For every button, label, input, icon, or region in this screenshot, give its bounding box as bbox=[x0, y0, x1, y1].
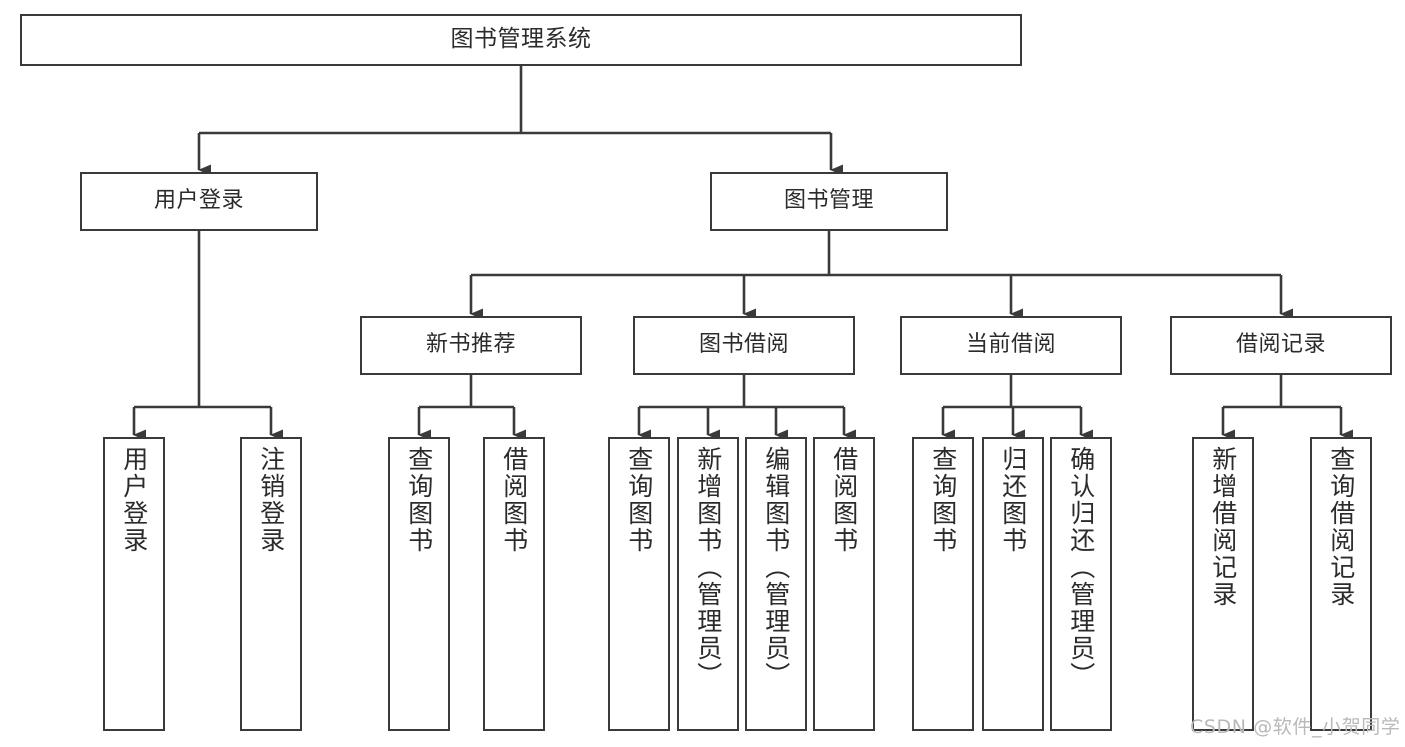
node-label: 图书管理 bbox=[783, 188, 874, 214]
node-leaf-confirm-return[interactable]: 确认归还（管理员） bbox=[1050, 437, 1112, 731]
node-label: 借阅图书 bbox=[829, 446, 859, 554]
csdn-watermark: CSDN @软件_小贺同学 bbox=[1190, 716, 1401, 738]
node-root-system[interactable]: 图书管理系统 bbox=[20, 14, 1022, 66]
node-leaf-borrow-book-rec[interactable]: 借阅图书 bbox=[483, 437, 545, 731]
node-leaf-borrow-book[interactable]: 借阅图书 bbox=[813, 437, 875, 731]
node-label: 查询图书 bbox=[404, 446, 434, 554]
node-leaf-add-book[interactable]: 新增图书（管理员） bbox=[677, 437, 739, 731]
node-label: 图书管理系统 bbox=[450, 26, 592, 53]
node-leaf-query-book-borrow[interactable]: 查询图书 bbox=[608, 437, 670, 731]
node-label: 图书借阅 bbox=[698, 332, 789, 358]
node-label: 查询借阅记录 bbox=[1326, 446, 1356, 608]
node-leaf-edit-book[interactable]: 编辑图书（管理员） bbox=[745, 437, 807, 731]
node-label: 新书推荐 bbox=[425, 332, 516, 358]
node-label: 用户登录 bbox=[119, 446, 149, 554]
node-leaf-return-book[interactable]: 归还图书 bbox=[982, 437, 1044, 731]
node-leaf-query-book-current[interactable]: 查询图书 bbox=[912, 437, 974, 731]
node-book-borrow[interactable]: 图书借阅 bbox=[633, 316, 855, 375]
node-borrow-record[interactable]: 借阅记录 bbox=[1170, 316, 1392, 375]
node-label: 借阅图书 bbox=[499, 446, 529, 554]
node-label: 确认归还（管理员） bbox=[1066, 446, 1096, 689]
node-current-borrow[interactable]: 当前借阅 bbox=[900, 316, 1122, 375]
node-label: 查询图书 bbox=[928, 446, 958, 554]
node-label: 借阅记录 bbox=[1235, 332, 1326, 358]
node-leaf-logout[interactable]: 注销登录 bbox=[240, 437, 302, 731]
node-label: 编辑图书（管理员） bbox=[761, 446, 791, 689]
node-label: 归还图书 bbox=[998, 446, 1028, 554]
node-book-manage[interactable]: 图书管理 bbox=[710, 172, 948, 231]
node-leaf-user-login[interactable]: 用户登录 bbox=[103, 437, 165, 731]
node-leaf-query-record[interactable]: 查询借阅记录 bbox=[1310, 437, 1372, 731]
node-label: 新增图书（管理员） bbox=[693, 446, 723, 689]
node-leaf-query-book-rec[interactable]: 查询图书 bbox=[388, 437, 450, 731]
node-user-login[interactable]: 用户登录 bbox=[80, 172, 318, 231]
node-label: 新增借阅记录 bbox=[1208, 446, 1238, 608]
node-label: 注销登录 bbox=[256, 446, 286, 554]
node-label: 查询图书 bbox=[624, 446, 654, 554]
node-label: 用户登录 bbox=[153, 188, 244, 214]
node-new-book-rec[interactable]: 新书推荐 bbox=[360, 316, 582, 375]
node-leaf-add-record[interactable]: 新增借阅记录 bbox=[1192, 437, 1254, 731]
node-label: 当前借阅 bbox=[965, 332, 1056, 358]
